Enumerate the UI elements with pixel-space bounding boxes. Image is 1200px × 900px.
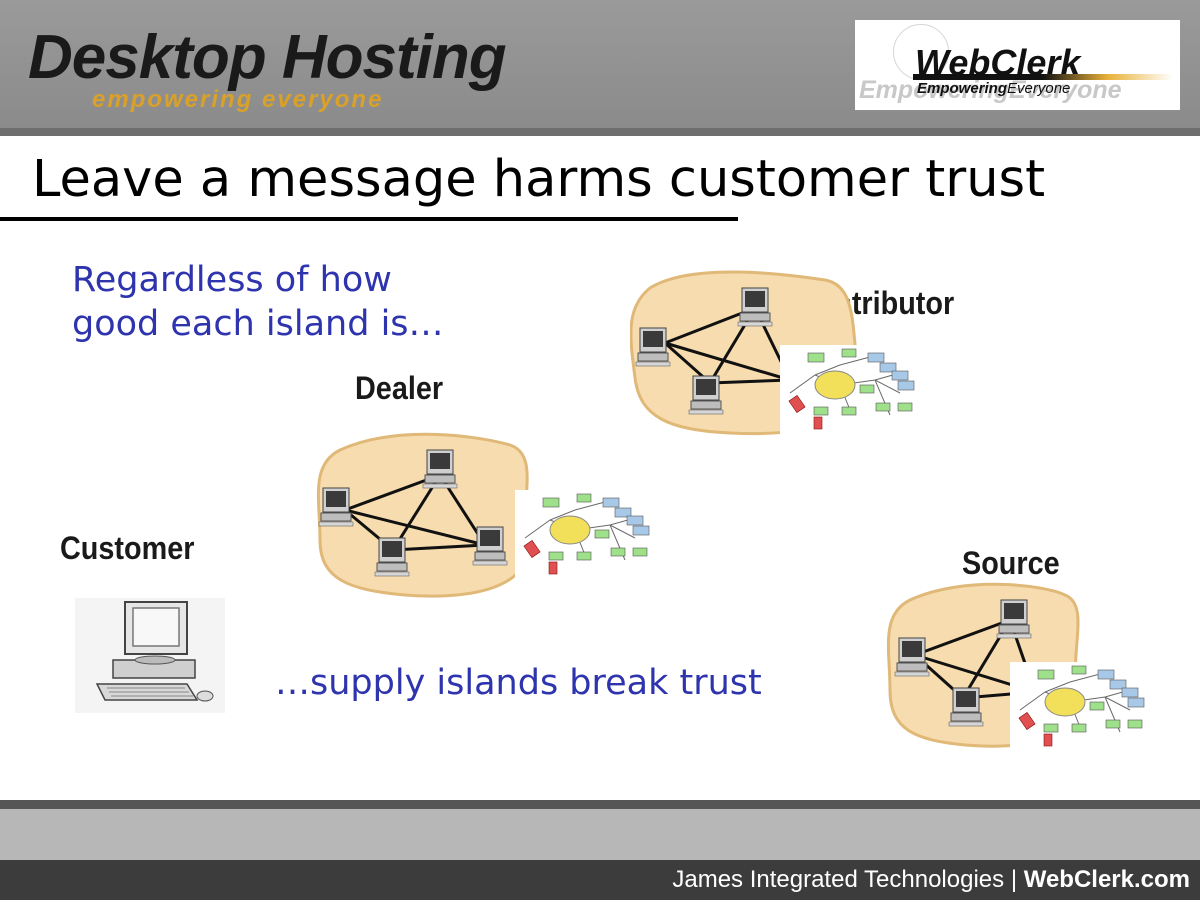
computer-icon: [737, 287, 773, 327]
logo-ghost-text: EmpoweringEveryone: [859, 76, 1122, 104]
intro-line-2: good each island is…: [72, 304, 444, 344]
intro-text: Regardless of how good each island is…: [72, 258, 444, 346]
computer-icon: [688, 375, 724, 415]
customer-label: Customer: [60, 530, 195, 566]
flowchart-icon: [514, 489, 665, 581]
flowchart-icon: [779, 344, 930, 436]
computer-icon: [948, 687, 984, 727]
computer-icon: [635, 327, 671, 367]
computer-icon: [422, 449, 458, 489]
customer-computer: [75, 598, 225, 713]
dealer-label: Dealer: [355, 370, 444, 406]
slide-title: Leave a message harms customer trust: [32, 150, 1046, 209]
footer-site-link[interactable]: WebClerk.com: [1023, 866, 1190, 893]
footer-credit: James Integrated Technologies | WebClerk…: [672, 866, 1190, 894]
header-divider: [0, 128, 1200, 136]
flowchart-icon: [1009, 661, 1161, 752]
source-label: Source: [962, 545, 1060, 581]
brand-title: Desktop Hosting: [28, 23, 507, 92]
computer-icon: [318, 487, 354, 527]
logo-tagline-bold: Empowering: [917, 80, 1008, 97]
outro-text: …supply islands break trust: [275, 663, 762, 703]
title-underline: [0, 217, 738, 221]
source-island: [886, 582, 1161, 752]
computer-icon: [374, 537, 410, 577]
footer-company: James Integrated Technologies: [672, 866, 1005, 893]
brand-tagline: empowering everyone: [92, 86, 384, 113]
logo-tagline: EmpoweringEveryone: [917, 80, 1070, 97]
distributor-island: [630, 270, 930, 436]
computer-icon: [894, 637, 930, 677]
webclerk-logo[interactable]: EmpoweringEveryone WebClerk EmpoweringEv…: [855, 20, 1180, 110]
intro-line-1: Regardless of how: [72, 260, 392, 300]
footer-band: [0, 860, 1200, 900]
logo-tagline-rest: Everyone: [1007, 80, 1071, 97]
footer-separator: |: [1010, 866, 1018, 893]
footer-divider: [0, 800, 1200, 809]
dealer-island: [316, 432, 665, 598]
computer-icon: [996, 599, 1032, 639]
computer-icon: [472, 526, 508, 566]
logo-underline: [913, 74, 1173, 80]
